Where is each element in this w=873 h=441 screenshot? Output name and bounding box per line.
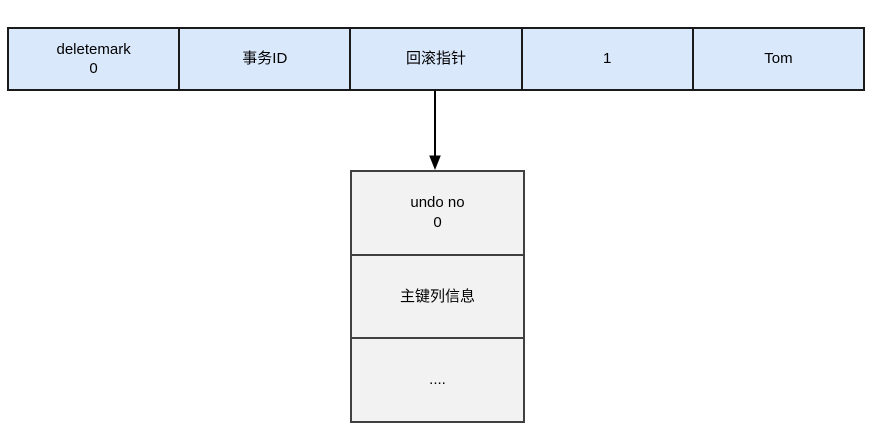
record-cell-deletemark: deletemark 0 [9,29,178,89]
undo-cell-undo-no: undo no 0 [352,172,523,254]
record-cell-transaction-id-label: 事务ID [242,50,288,68]
undo-log-box: undo no 0 主键列信息 .... [350,170,525,423]
record-cell-name-value-label: Tom [764,50,793,68]
undo-cell-ellipsis: .... [352,337,523,421]
undo-cell-undo-no-label: undo no [410,194,465,212]
record-cell-deletemark-value: 0 [89,60,98,77]
rollback-pointer-arrow [429,91,441,170]
record-cell-transaction-id: 事务ID [178,29,349,89]
undo-cell-primary-key-info-label: 主键列信息 [399,287,475,305]
undo-cell-primary-key-info: 主键列信息 [352,253,523,338]
record-cell-id-value: 1 [520,29,692,89]
record-row: deletemark 0 事务ID 回滚指针 1 Tom [7,27,865,91]
record-cell-id-value-label: 1 [603,50,612,68]
record-cell-deletemark-label: deletemark [56,40,131,58]
undo-cell-ellipsis-label: .... [429,371,446,389]
record-cell-rollback-pointer-label: 回滚指针 [406,50,467,68]
record-cell-name-value: Tom [691,29,863,89]
record-cell-rollback-pointer: 回滚指针 [349,29,520,89]
undo-cell-undo-no-value: 0 [433,213,442,231]
